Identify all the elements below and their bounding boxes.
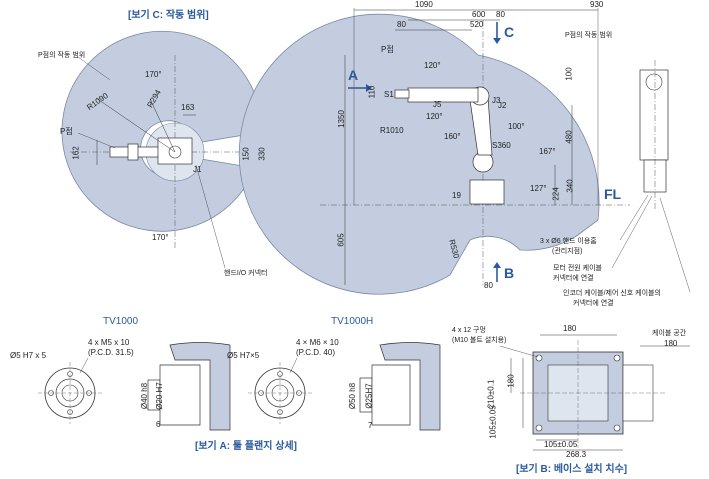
side-d100: 100 [564,67,574,81]
view-a-tv1000h [248,342,441,431]
view-c-d163: 163 [181,103,195,112]
side-angle-120b: 120° [426,112,443,121]
tv1000-hole: Ø5 H7 x 5 [10,351,47,360]
side-letter-c: C [504,24,515,40]
view-c-angle-bottom: 170° [152,233,169,242]
side-d1350: 1350 [336,110,346,128]
side-s360: S360 [492,141,511,150]
view-b-cable-space: 케이블 공간 [652,330,687,337]
view-a-tv1000 [38,342,231,431]
side-angle-127: 127° [530,184,547,193]
side-d480: 480 [564,130,574,144]
side-angle-160: 160° [444,132,461,141]
view-b-d105: 105±0.05 [488,405,498,439]
view-c-j1: J1 [193,165,202,174]
view-c-p-point: P점 [60,127,73,136]
side-angle-167: 167° [539,147,556,156]
side-dim-80a: 80 [397,20,406,29]
tv1000-bolt1: 4 x M5 x 10 [88,338,130,347]
side-dim-1090: 1090 [415,0,433,9]
tv1000h-hole: Ø5 H7×5 [227,351,260,360]
tv1000-title: TV1000 [103,316,139,327]
view-b-d210: 210±0.1 [486,379,496,409]
view-c-d150: 150 [241,147,251,161]
tv1000h-d50: Ø50 h8 [348,382,358,410]
side-letter-a: A [348,67,359,83]
side-r1010: R1010 [380,126,404,135]
tv1000h-d25: Ø25H7 [364,383,374,409]
tv1000-bolt2: (P.C.D. 31.5) [88,348,134,357]
back-note-motor-2: 커넥터에 연결 [553,275,594,282]
side-view-base [469,179,505,205]
side-d19: 19 [452,191,461,200]
side-dim-930: 930 [590,0,604,9]
back-note-encoder-1: 인코더 케이블/제어 신호 케이블의 [563,290,661,297]
side-p-point: P점 [381,45,394,54]
side-s1: S1 [384,90,394,99]
tv1000h-d7: 7 [368,421,373,430]
view-b-d105b: 105±0.05 [544,440,578,449]
view-b-d180-side: 180 [506,374,516,388]
back-note-motor-1: 모터 전원 케이블 [553,265,602,272]
side-d80: 80 [484,281,493,290]
view-c-d162: 162 [71,146,81,160]
side-j5: J5 [433,100,442,109]
side-letter-b: B [504,265,515,281]
back-note-encoder-2: 커넥터에 연결 [573,300,614,307]
view-b-base [499,334,690,451]
side-dim-80b: 80 [496,10,505,19]
side-view-range [238,8,630,295]
side-dim-600: 600 [472,10,486,19]
side-d605: 605 [336,233,346,247]
view-c-angle-top: 170° [145,70,162,79]
tv1000-d6: 6 [156,420,161,429]
view-b-title: [보기 B: 베이스 설치 치수] [516,464,628,475]
side-p-range-label: P점의 작동 범위 [565,32,613,39]
tv1000h-bolt1: 4 × M6 × 10 [296,338,339,347]
side-angle-120a: 120° [424,61,441,70]
view-c-range [61,30,270,269]
side-j3: J3 [492,96,501,105]
view-c-hand-io: 핸드I/O 커넥터 [224,270,268,277]
side-angle-100: 100° [508,122,525,131]
tv1000-d40: Ø40 h8 [140,382,150,410]
view-c-range-region [61,30,263,232]
tv1000h-title: TV1000H [331,316,374,327]
tv1000h-bolt2: (P.C.D. 40) [296,348,335,357]
view-c-d330: 330 [257,147,267,161]
view-b-cable-180: 180 [664,339,678,348]
back-view [611,60,691,293]
side-d110: 110 [367,85,377,99]
view-c-title: [보기 C: 작동 범위] [128,10,209,21]
back-note-hand-holes2: (관리지점) [552,248,583,255]
view-b-holes-1: 4 x 12 구멍 [452,327,486,334]
side-letter-fl: FL [604,186,622,202]
view-a-title: [보기 A: 툴 플랜지 상세] [195,441,297,452]
side-view-range-region [238,13,600,295]
view-c-p-range-label: P점의 작동 범위 [38,52,86,59]
side-j2: J2 [498,101,507,110]
view-b-holes-2: (M10 볼트 설치용) [452,337,507,344]
view-b-d180-top: 180 [563,324,577,333]
side-d340: 340 [565,179,575,193]
view-b-d268: 268.3 [566,450,587,459]
tv1000-d20: Ø20 H7 [154,382,164,410]
back-note-hand-holes: 3 x Ø6 핸드 이용홈 [540,238,597,245]
side-dim-520: 520 [470,20,484,29]
side-d224: 224 [551,187,561,201]
